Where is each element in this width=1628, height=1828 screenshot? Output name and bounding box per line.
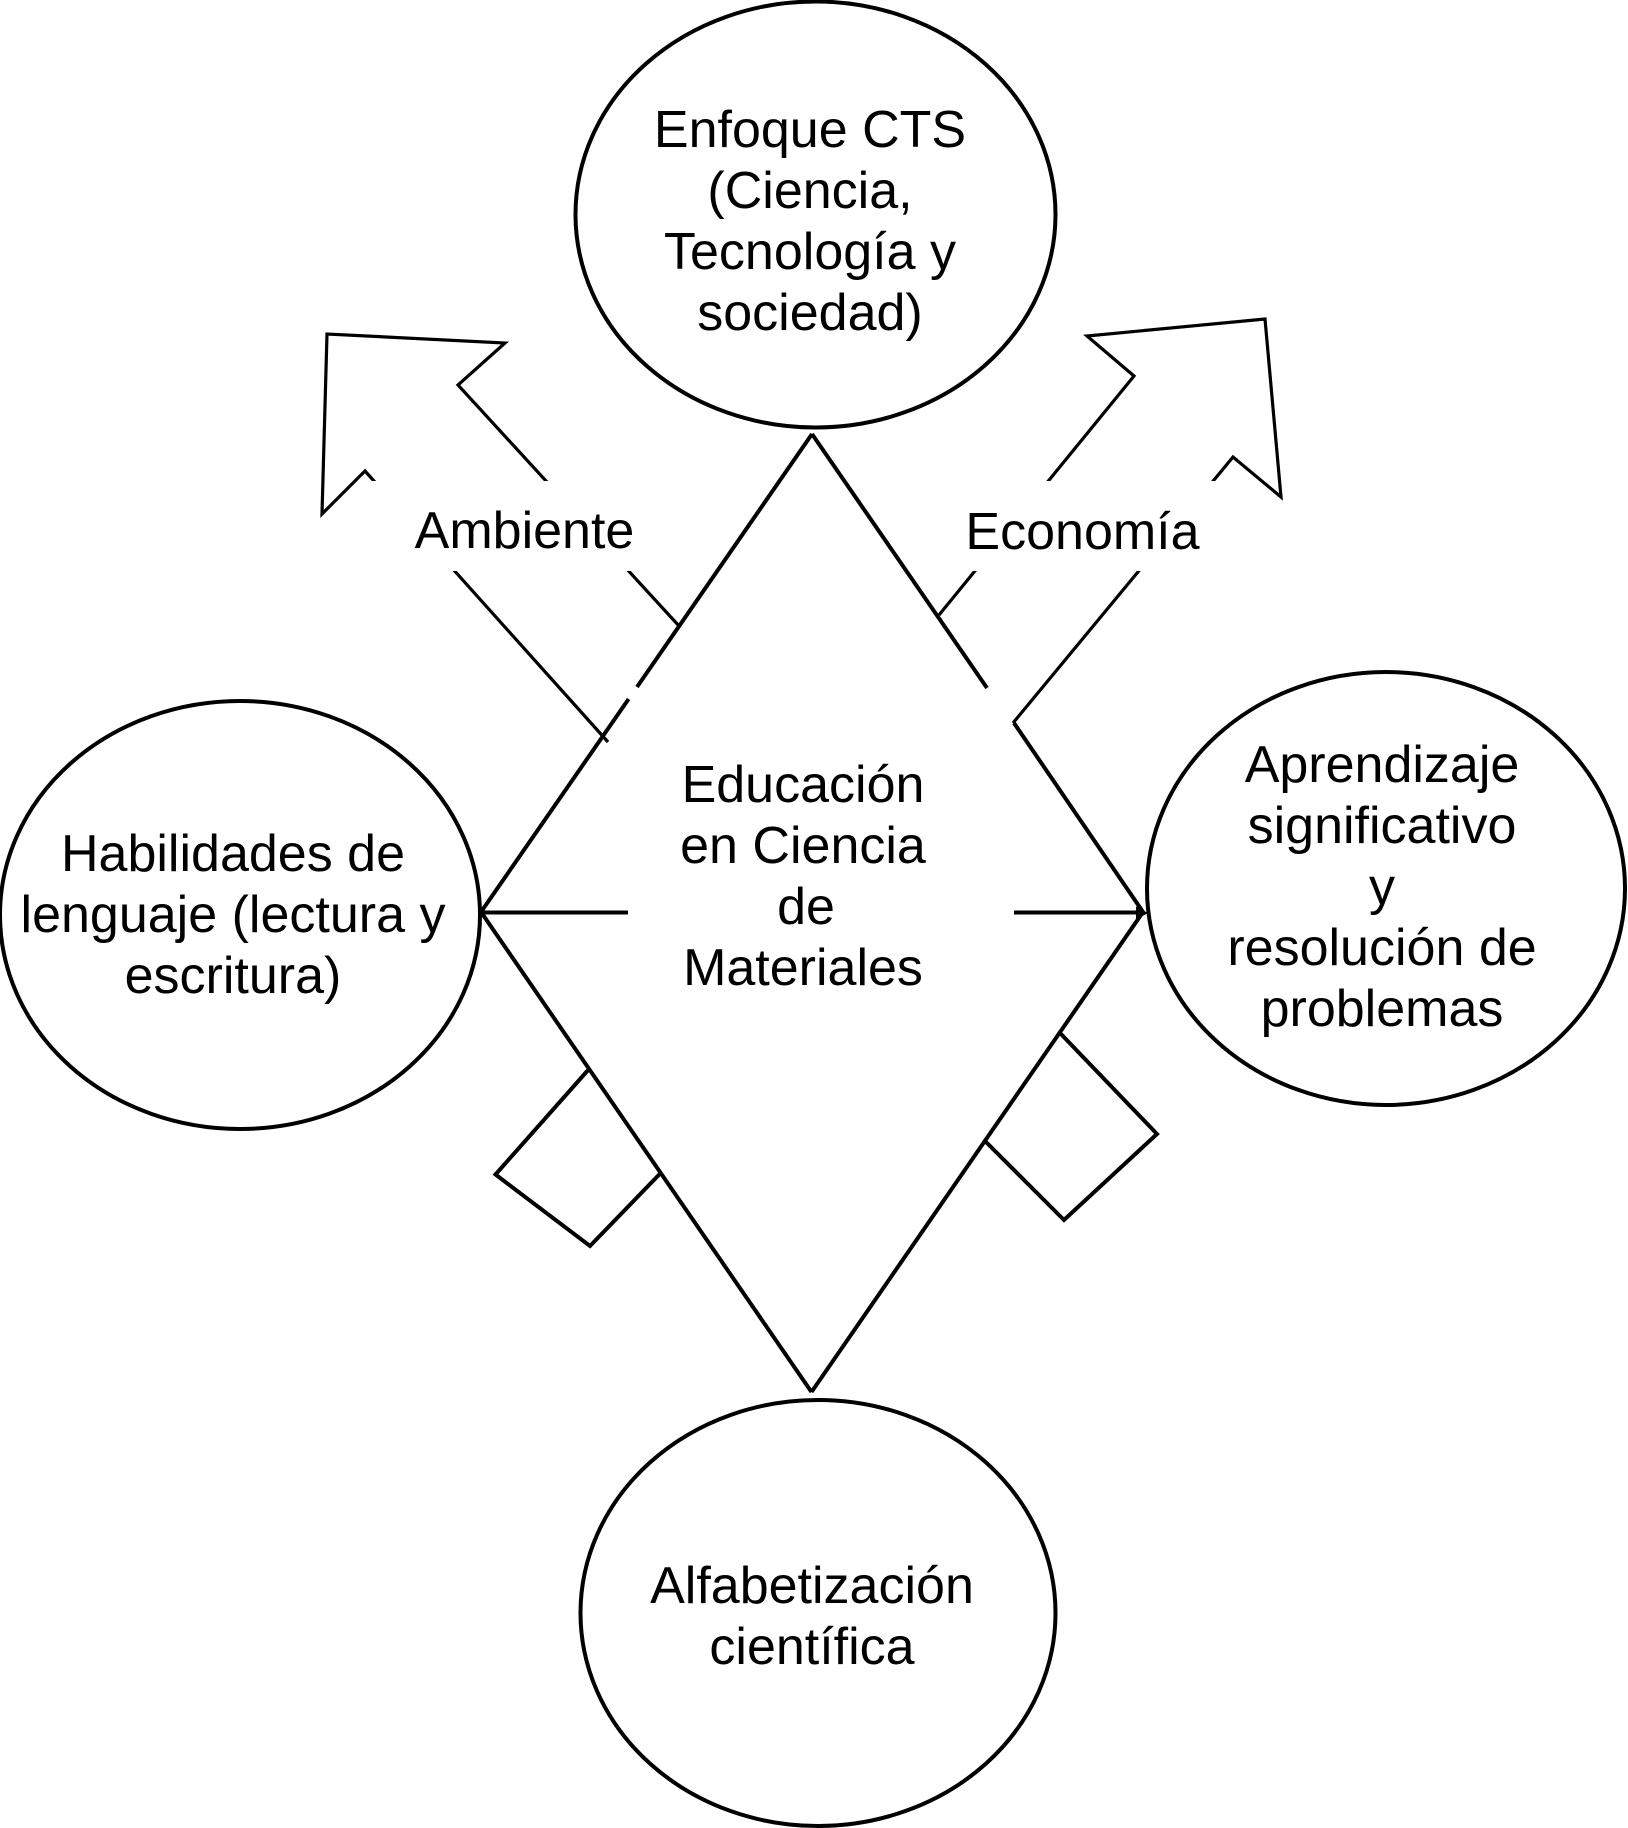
svg-text:sociedad): sociedad) — [697, 284, 922, 342]
svg-text:Materiales: Materiales — [683, 939, 923, 997]
svg-text:de: de — [777, 878, 835, 936]
svg-text:en Ciencia: en Ciencia — [680, 817, 926, 875]
svg-text:Ambiente: Ambiente — [415, 502, 635, 560]
svg-text:significativo: significativo — [1248, 797, 1517, 855]
svg-text:resolución de: resolución de — [1227, 919, 1536, 977]
svg-text:Economía: Economía — [965, 503, 1199, 561]
svg-text:problemas: problemas — [1261, 980, 1504, 1038]
svg-text:escritura): escritura) — [125, 947, 342, 1005]
svg-text:científica: científica — [709, 1618, 914, 1676]
svg-text:y: y — [1369, 858, 1395, 916]
svg-text:lenguaje (lectura y: lenguaje (lectura y — [21, 886, 446, 944]
svg-text:Enfoque CTS: Enfoque CTS — [654, 101, 966, 159]
svg-text:Educación: Educación — [682, 756, 925, 814]
svg-text:(Ciencia,: (Ciencia, — [707, 162, 912, 220]
svg-text:Habilidades de: Habilidades de — [61, 825, 405, 883]
svg-text:Tecnología y: Tecnología y — [664, 223, 956, 281]
svg-text:Alfabetización: Alfabetización — [650, 1557, 974, 1615]
svg-text:Aprendizaje: Aprendizaje — [1245, 736, 1520, 794]
